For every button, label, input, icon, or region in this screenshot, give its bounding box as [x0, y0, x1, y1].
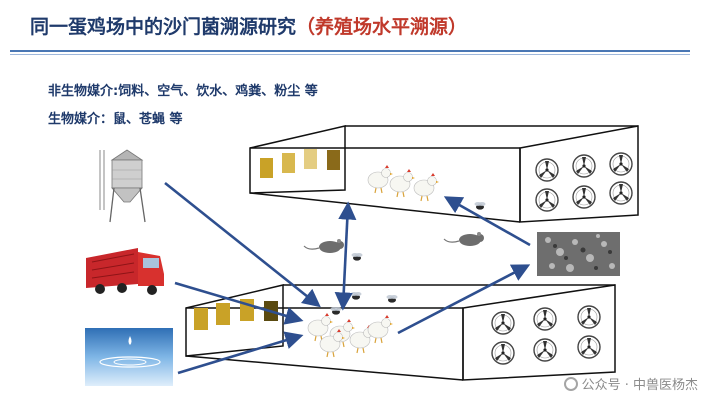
upper-hens [367, 164, 440, 202]
title-divider-thin [10, 54, 690, 55]
arrow-manure-to-upper [443, 196, 531, 247]
title-subtitle: （养殖场水平溯源） [296, 16, 468, 38]
transmission-arrows [164, 181, 531, 375]
arrow-truck-to-hens [174, 281, 304, 325]
rat-icon [303, 238, 345, 254]
fly-icon [386, 295, 398, 303]
chicken-icon [413, 172, 440, 202]
fly-icon [351, 253, 363, 261]
water-icon [85, 328, 173, 386]
arrow-hens-to-manure [397, 264, 531, 335]
title-main: 同一蛋鸡场中的沙门菌溯源研究 [30, 16, 297, 38]
fan-icon [533, 307, 557, 331]
fan-icon [491, 311, 515, 335]
feed-silo-icon [99, 149, 146, 223]
fan-icon [577, 305, 601, 329]
fan-icon [491, 341, 515, 365]
fan-icon [535, 188, 559, 212]
fly-icon [474, 202, 486, 210]
fan-icon [609, 181, 633, 205]
watermark-text: 公众号 · 中兽医杨杰 [581, 378, 698, 393]
arrow-silo-to-hens [164, 181, 321, 308]
manure-icon [537, 232, 620, 276]
biotic-vectors-text: 生物媒介：鼠、苍蝇 等 [48, 112, 183, 127]
fan-icon [572, 154, 596, 178]
fly-icon [350, 292, 362, 300]
fan-icon [577, 335, 601, 359]
fan-icon [572, 185, 596, 209]
title-divider [10, 50, 690, 52]
fan-icon [535, 158, 559, 182]
watermark: 公众号 · 中兽医杨杰 [563, 374, 698, 393]
fan-icon [533, 338, 557, 362]
arrow-upper-to-lower [334, 201, 357, 311]
fan-icon [609, 152, 633, 176]
abiotic-vectors-text: 非生物媒介:饲料、空气、饮水、鸡粪、粉尘 等 [48, 84, 318, 99]
fly-icon [330, 307, 342, 315]
truck-icon [86, 248, 164, 295]
page-title: 同一蛋鸡场中的沙门菌溯源研究（养殖场水平溯源） [30, 12, 467, 39]
lower-hens [307, 312, 394, 358]
chicken-icon [367, 314, 394, 344]
rat-icon [443, 231, 485, 247]
watermark-logo-icon [563, 376, 578, 391]
chicken-icon [389, 168, 416, 198]
arrow-water-to-hens [177, 331, 304, 375]
chicken-icon [367, 164, 394, 194]
